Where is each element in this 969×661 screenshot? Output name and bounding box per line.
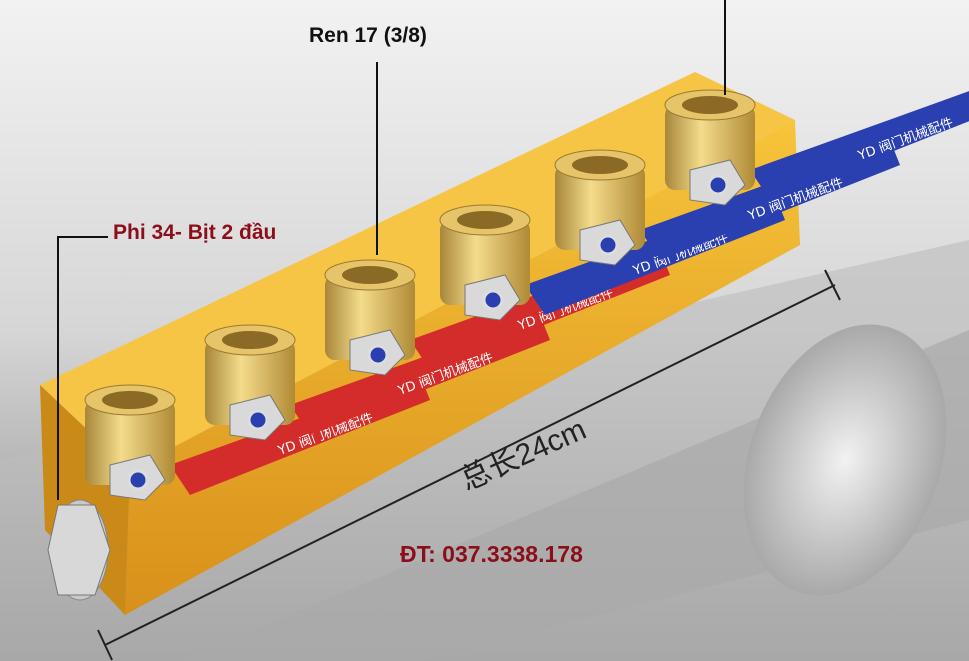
nut-insert xyxy=(247,409,269,431)
nut-insert xyxy=(482,289,504,311)
nut-insert xyxy=(367,344,389,366)
nut-insert xyxy=(597,234,619,256)
thread-opening xyxy=(102,391,158,409)
phone-label: ĐT: 037.3338.178 xyxy=(400,541,583,567)
dimension-tick-left xyxy=(97,629,113,661)
nut-insert xyxy=(707,174,729,196)
diameter-pointer-line xyxy=(57,236,108,500)
thread-size-label: Ren 17 (3/8) xyxy=(309,24,427,47)
thread-opening xyxy=(342,266,398,284)
ball-valve: YD 阀门机械配件 xyxy=(664,89,969,206)
valve-handle xyxy=(750,91,969,200)
thread-opening xyxy=(222,331,278,349)
length-dimension-line xyxy=(104,284,836,646)
dimension-tick-right xyxy=(824,269,841,301)
thread-opening xyxy=(572,156,628,174)
thread-opening xyxy=(682,96,738,114)
pipe-diameter-label: Phi 34- Bịt 2 đầu xyxy=(113,221,277,244)
steel-disc xyxy=(743,324,947,596)
thread-opening xyxy=(457,211,513,229)
nut-insert xyxy=(127,469,149,491)
end-nut xyxy=(47,504,111,596)
